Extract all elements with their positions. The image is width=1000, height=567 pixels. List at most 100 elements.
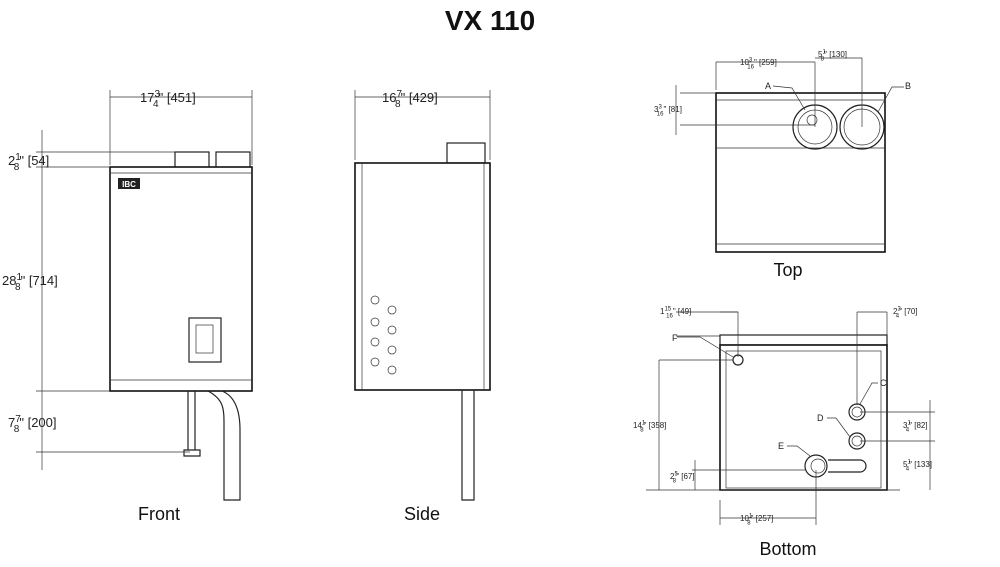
vent-connector-left — [174, 151, 210, 169]
caption-front: Front — [138, 504, 180, 524]
dimension-separator: " [ — [754, 58, 762, 67]
dimension-whole: 2 — [893, 307, 898, 316]
dimension-denominator: 8 — [640, 428, 644, 434]
caption-top: Top — [773, 260, 802, 280]
condensate-pipe — [207, 390, 241, 501]
dimension-denominator: 4 — [153, 99, 159, 110]
dimension-numerator: 3 — [749, 58, 753, 64]
dimension-whole: 28 — [2, 273, 16, 288]
label-f: F — [672, 333, 678, 343]
dimension-separator: " [ — [909, 460, 917, 469]
dimension-numerator: 3 — [658, 105, 662, 111]
dimension-separator: " [ — [19, 153, 31, 168]
ibc-logo — [118, 178, 140, 189]
dimension-denominator: 16 — [747, 65, 754, 71]
dimension-bracket: ] — [930, 460, 932, 469]
condensate-elbow — [828, 459, 867, 473]
dimension-bracket: ] — [771, 514, 773, 523]
dimension-mm: 358 — [651, 421, 665, 430]
dimension-mm: 200 — [31, 415, 53, 430]
dimension-bracket: ] — [680, 105, 682, 114]
dimension-separator: " [ — [159, 90, 171, 105]
dimension-separator: " [ — [824, 50, 832, 59]
dimension-separator: " [ — [751, 514, 759, 523]
caption-bottom: Bottom — [759, 539, 816, 559]
dimension-whole: 7 — [8, 415, 15, 430]
side-knockout-holes — [370, 295, 397, 375]
dimension-bracket: ] — [192, 90, 196, 105]
dimension-whole: 1 — [660, 307, 665, 316]
dimension-numerator: 1 — [822, 50, 826, 56]
dimension-separator: " [ — [644, 421, 652, 430]
dimension-separator: " [ — [19, 415, 31, 430]
dimension-mm: 257 — [758, 514, 772, 523]
label-a: A — [765, 81, 771, 91]
dimension-whole: 2 — [8, 153, 15, 168]
vent-connector — [446, 142, 486, 164]
dimension-bracket: ] — [434, 90, 438, 105]
label-c: C — [880, 378, 887, 388]
drawing-title: VX 110 — [445, 5, 535, 36]
dimension-whole: 10 — [740, 58, 749, 67]
dimension-mm: 133 — [916, 460, 930, 469]
label-d: D — [817, 413, 824, 423]
dimension-mm: 81 — [671, 105, 680, 114]
dimension-denominator: 4 — [906, 428, 910, 434]
dimension-denominator: 8 — [14, 162, 20, 173]
dimension-numerator: 5 — [674, 472, 678, 478]
side-pipe — [461, 390, 475, 501]
dimension-separator: " [ — [899, 307, 907, 316]
dimension-whole: 2 — [670, 472, 675, 481]
display-panel — [188, 317, 222, 363]
dimension-numerator: 1 — [907, 460, 911, 466]
dimension-numerator: 1 — [16, 272, 22, 283]
dimension-numerator: 1 — [907, 421, 911, 427]
dimension-numerator: 1 — [15, 152, 21, 163]
boiler-side-body — [354, 162, 491, 391]
dimension-numerator: 1 — [749, 514, 753, 520]
dimension-whole: 16 — [382, 90, 396, 105]
dimension-separator: " [ — [21, 273, 33, 288]
dimension-bracket: ] — [46, 153, 50, 168]
vent-connector-right — [215, 151, 251, 169]
dimension-whole: 17 — [140, 90, 154, 105]
dimension-separator: " [ — [663, 105, 671, 114]
dimension-mm: 82 — [916, 421, 925, 430]
dimension-bracket: ] — [689, 307, 691, 316]
dimension-separator: " [ — [673, 307, 681, 316]
dimension-denominator: 8 — [673, 479, 677, 485]
dimension-bracket: ] — [664, 421, 666, 430]
dimension-separator: " [ — [909, 421, 917, 430]
dimension-mm: 714 — [32, 273, 54, 288]
dimension-denominator: 8 — [15, 282, 21, 293]
dimension-mm: 54 — [31, 153, 45, 168]
dimension-denominator: 16 — [666, 314, 673, 320]
dimension-separator: " [ — [401, 90, 413, 105]
dimension-denominator: 4 — [896, 314, 900, 320]
dimension-denominator: 8 — [14, 424, 20, 435]
dimension-denominator: 8 — [395, 99, 401, 110]
caption-side: Side — [404, 504, 440, 524]
dimension-mm: 67 — [683, 472, 692, 481]
dimension-separator: " [ — [676, 472, 684, 481]
dimension-mm: 70 — [906, 307, 915, 316]
dimension-numerator: 7 — [396, 89, 402, 100]
dimension-denominator: 8 — [821, 57, 825, 63]
